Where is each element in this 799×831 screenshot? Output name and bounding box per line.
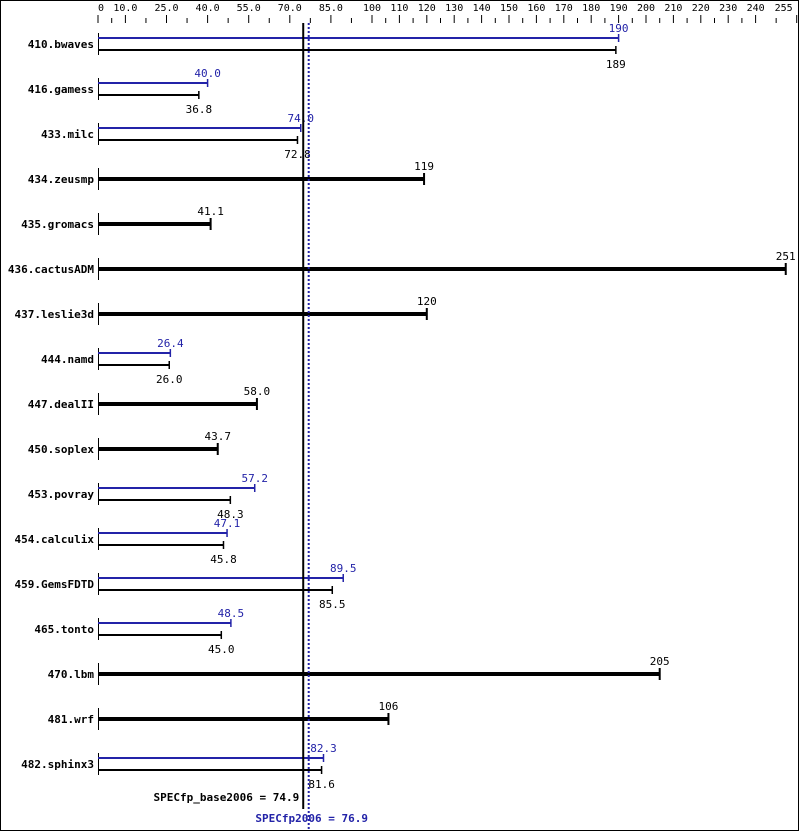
base-value-label: 120 bbox=[417, 295, 437, 308]
tick-label: 100 bbox=[363, 3, 381, 14]
peak-value-label: 74.0 bbox=[288, 112, 315, 125]
tick-label: 200 bbox=[637, 3, 655, 14]
base-value-label: 41.1 bbox=[197, 205, 224, 218]
tick-label: 230 bbox=[719, 3, 737, 14]
peak-value-label: 26.4 bbox=[157, 337, 184, 350]
tick-label: 110 bbox=[390, 3, 408, 14]
base-value-label: 72.8 bbox=[284, 148, 311, 161]
tick-label: 10.0 bbox=[113, 3, 137, 14]
tick-label: 190 bbox=[610, 3, 628, 14]
peak-value-label: 57.2 bbox=[241, 472, 268, 485]
tick-label: 220 bbox=[692, 3, 710, 14]
benchmark-label: 459.GemsFDTD bbox=[15, 578, 95, 591]
tick-label: 0 bbox=[98, 3, 104, 14]
benchmark-label: 465.tonto bbox=[34, 623, 94, 636]
base-mean-label: SPECfp_base2006 = 74.9 bbox=[154, 791, 300, 804]
tick-label: 170 bbox=[555, 3, 573, 14]
tick-label: 120 bbox=[418, 3, 436, 14]
base-value-label: 43.7 bbox=[204, 430, 231, 443]
base-value-label: 45.8 bbox=[210, 553, 237, 566]
tick-label: 150 bbox=[500, 3, 518, 14]
peak-value-label: 82.3 bbox=[310, 742, 337, 755]
peak-value-label: 89.5 bbox=[330, 562, 357, 575]
benchmark-label: 450.soplex bbox=[28, 443, 95, 456]
tick-label: 240 bbox=[747, 3, 765, 14]
benchmark-label: 433.milc bbox=[41, 128, 94, 141]
base-value-label: 48.3 bbox=[217, 508, 244, 521]
base-value-label: 45.0 bbox=[208, 643, 235, 656]
benchmark-label: 453.povray bbox=[28, 488, 95, 501]
benchmark-label: 416.gamess bbox=[28, 83, 94, 96]
peak-value-label: 47.1 bbox=[214, 517, 241, 530]
base-value-label: 106 bbox=[379, 700, 399, 713]
base-value-label: 119 bbox=[414, 160, 434, 173]
peak-mean-label: SPECfp2006 = 76.9 bbox=[255, 812, 368, 825]
benchmark-label: 434.zeusmp bbox=[28, 173, 95, 186]
benchmark-label: 447.dealII bbox=[28, 398, 94, 411]
tick-label: 210 bbox=[664, 3, 682, 14]
benchmark-label: 437.leslie3d bbox=[15, 308, 94, 321]
base-value-label: 189 bbox=[606, 58, 626, 71]
tick-label: 70.0 bbox=[278, 3, 302, 14]
base-value-label: 85.5 bbox=[319, 598, 346, 611]
base-value-label: 81.6 bbox=[308, 778, 335, 791]
benchmark-label: 410.bwaves bbox=[28, 38, 94, 51]
peak-value-label: 190 bbox=[609, 22, 629, 35]
tick-label: 160 bbox=[527, 3, 545, 14]
peak-value-label: 40.0 bbox=[194, 67, 221, 80]
base-value-label: 58.0 bbox=[244, 385, 271, 398]
benchmark-label: 454.calculix bbox=[15, 533, 95, 546]
base-value-label: 36.8 bbox=[186, 103, 213, 116]
peak-value-label: 48.5 bbox=[218, 607, 245, 620]
tick-label: 40.0 bbox=[196, 3, 220, 14]
base-value-label: 251 bbox=[776, 250, 796, 263]
tick-label: 85.0 bbox=[319, 3, 343, 14]
tick-label: 25.0 bbox=[154, 3, 178, 14]
base-value-label: 26.0 bbox=[156, 373, 183, 386]
benchmark-label: 481.wrf bbox=[48, 713, 94, 726]
benchmark-label: 444.namd bbox=[41, 353, 94, 366]
benchmark-label: 435.gromacs bbox=[21, 218, 94, 231]
tick-label: 55.0 bbox=[237, 3, 261, 14]
benchmark-label: 436.cactusADM bbox=[8, 263, 94, 276]
tick-label: 255 bbox=[775, 3, 793, 14]
tick-label: 130 bbox=[445, 3, 463, 14]
tick-label: 180 bbox=[582, 3, 600, 14]
benchmark-label: 470.lbm bbox=[48, 668, 95, 681]
base-value-label: 205 bbox=[650, 655, 670, 668]
tick-label: 140 bbox=[473, 3, 491, 14]
benchmark-label: 482.sphinx3 bbox=[21, 758, 94, 771]
